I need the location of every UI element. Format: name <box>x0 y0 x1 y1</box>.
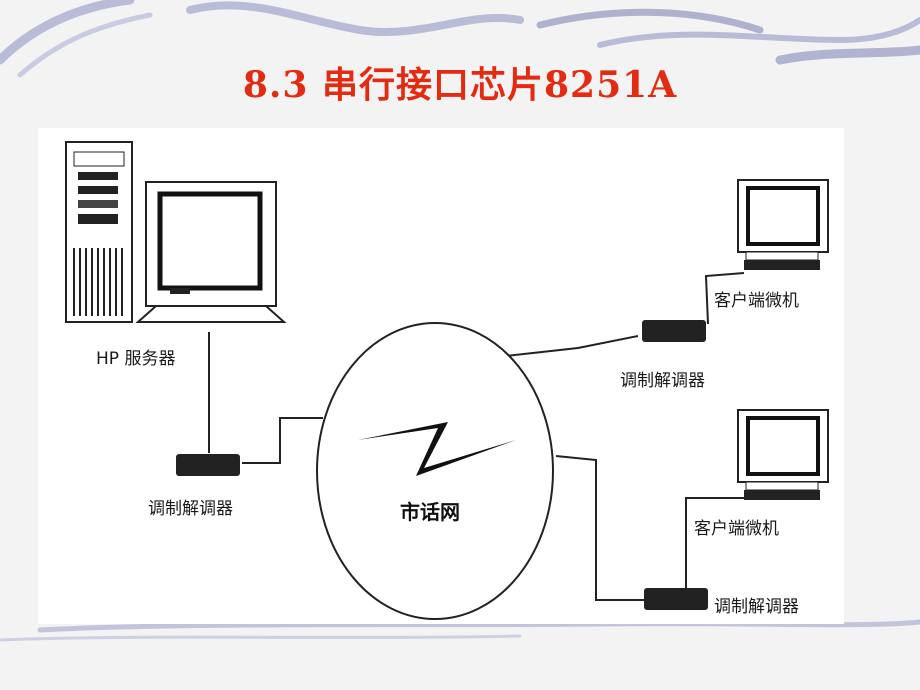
network-label: 市话网 <box>400 500 460 524</box>
bottom-client-computer-icon <box>737 409 829 500</box>
bottom-modem-icon <box>644 588 708 610</box>
top-modem-line <box>505 335 639 357</box>
bottom-modem-label: 调制解调器 <box>714 597 799 617</box>
bottom-modem-line <box>555 455 648 601</box>
bottom-client-line <box>685 497 744 590</box>
network-diagram <box>65 141 829 620</box>
diagram-panel: HP 服务器 调制解调器 市话网 客户端微机 调制解调器 客户端微机 调制解调器 <box>38 128 844 624</box>
top-client-line <box>704 272 745 325</box>
left-modem-line <box>242 417 323 464</box>
left-modem-label: 调制解调器 <box>148 499 233 519</box>
top-modem-icon <box>642 320 706 342</box>
server-tower-icon <box>65 141 133 323</box>
top-client-computer-icon <box>737 179 829 270</box>
bottom-client-label: 客户端微机 <box>694 519 779 539</box>
left-modem-icon <box>176 454 240 476</box>
server-monitor-icon <box>135 181 287 323</box>
server-label: HP 服务器 <box>96 349 176 369</box>
top-modem-label: 调制解调器 <box>620 371 705 391</box>
slide-title: 8.3 串行接口芯片8251A <box>242 64 678 106</box>
top-client-label: 客户端微机 <box>714 291 799 311</box>
lightning-bolt-icon <box>358 422 516 476</box>
network-cloud <box>316 322 554 620</box>
